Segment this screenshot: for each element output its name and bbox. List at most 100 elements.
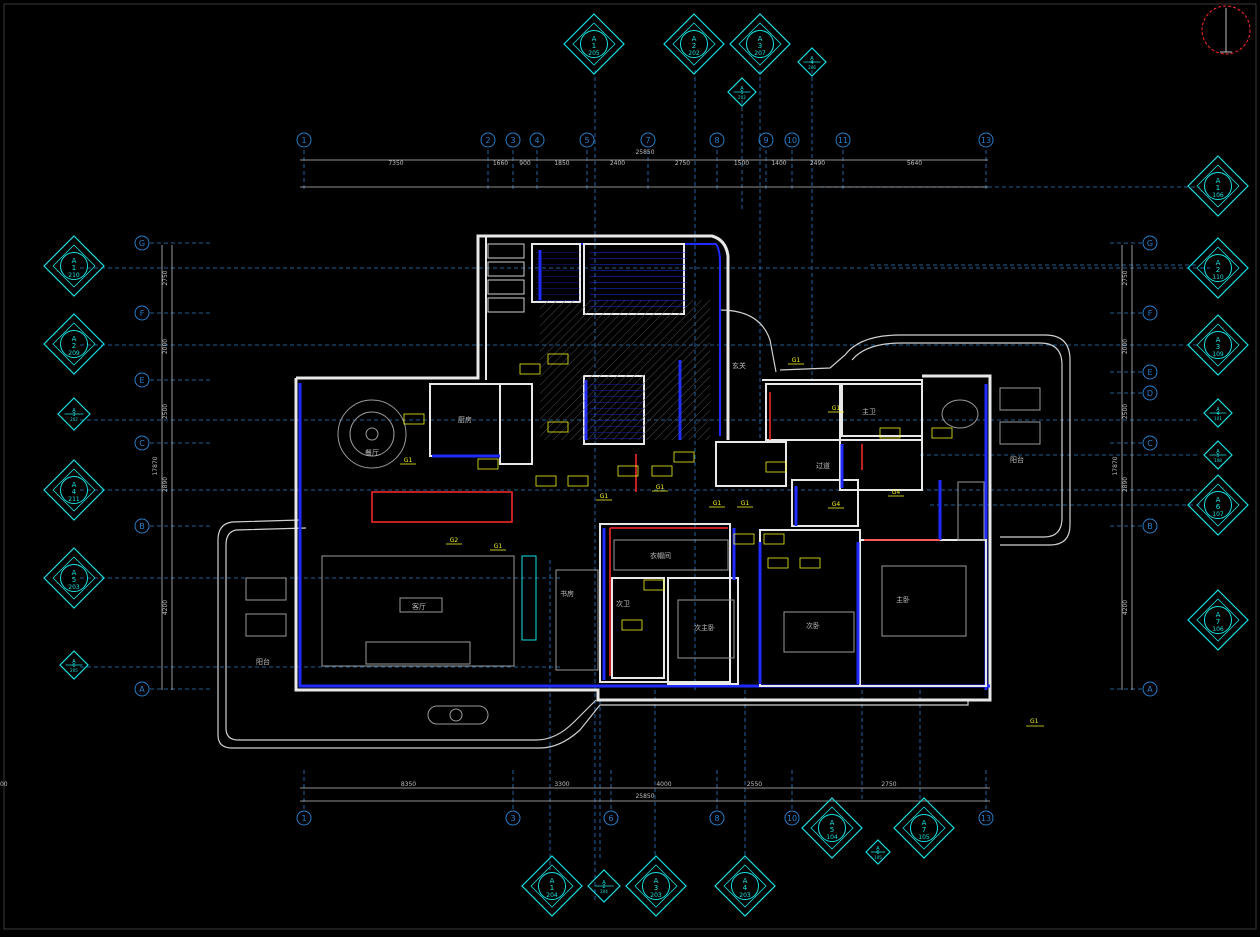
dimension-text: 2490: [810, 160, 825, 167]
grid-bubble-left-E-label: E: [139, 376, 144, 385]
dimension-text: 7350: [388, 160, 403, 167]
grid-bubble-right-D-label: D: [1147, 389, 1153, 398]
label-box: [477, 458, 499, 470]
callout-mid: 4: [1216, 411, 1219, 417]
dimension-text: 17870: [1112, 456, 1119, 475]
dimension-text: 2890: [1122, 477, 1129, 492]
callout-code: 211: [68, 496, 80, 503]
room-labels: 餐厅 厨房 客厅 阳台 书房 次主卧 次卫 衣帽间 次卧 主卧 主卫 阳台 玄关…: [256, 361, 1024, 666]
callout-top: A: [1216, 407, 1220, 413]
room-label-second-bed: 次卧: [806, 621, 820, 630]
label-box: [879, 427, 901, 439]
grid-bubble-bottom-10-label: 10: [787, 814, 797, 823]
room-label-balcony-right: 阳台: [1010, 455, 1024, 464]
callout-code: 205: [70, 668, 78, 673]
dimension-text: 2750: [162, 270, 169, 285]
grid-bubble-top-11-label: 11: [838, 136, 848, 145]
grid-bubble-bottom-13-label: 13: [981, 814, 991, 823]
callout-mid: 3: [758, 42, 762, 50]
room-label-entry: 玄关: [732, 361, 746, 370]
grid-bubble-bottom-6-label: 6: [608, 814, 613, 823]
callout-top: A: [1216, 496, 1221, 504]
grid-bubble-right-F-label: F: [1148, 309, 1153, 318]
callout-mid: 4: [810, 60, 813, 66]
note-tag: G1: [1026, 718, 1044, 727]
callout-mid: 1: [550, 884, 554, 892]
callout-mid: 5: [740, 90, 743, 96]
section-tag-G1-d: G1: [709, 500, 725, 508]
callout-top: A: [830, 819, 835, 827]
callout-code: 209: [68, 350, 80, 357]
hatched-areas: [536, 248, 710, 440]
grid-bubble-top-4-label: 4: [534, 136, 539, 145]
grid-bubble-right-C-label: C: [1147, 439, 1153, 448]
dimension-text: 2550: [747, 781, 762, 788]
grid-bubble-left-A: A: [134, 681, 150, 697]
room-label-closet: 衣帽间: [650, 551, 671, 560]
dimension-text: 900: [519, 160, 531, 167]
dimension-text: 1400: [771, 160, 786, 167]
grid-bubble-top-13-label: 13: [981, 136, 991, 145]
grid-bubble-top-8: 8: [709, 132, 725, 148]
callout-code: 106: [1212, 626, 1224, 633]
callout-code: 203: [739, 892, 751, 899]
dimension-lines: [161, 159, 1133, 802]
callout-top: A: [1216, 336, 1221, 344]
dimension-text: 2750: [881, 781, 896, 788]
callout-code: 203: [68, 584, 80, 591]
section-tag-label: G1: [832, 405, 841, 412]
grid-bubble-bottom-6: 6: [603, 810, 619, 826]
grid-bubble-bottom-13: 13: [978, 810, 994, 826]
dimension-text: 2750: [1122, 270, 1129, 285]
dimension-text: 25850: [635, 793, 654, 800]
label-box: [547, 353, 569, 365]
room-label-dining: 餐厅: [365, 448, 379, 457]
section-tag-label: G2: [450, 537, 459, 544]
grid-bubble-right-C: C: [1142, 435, 1158, 451]
callout-mid: 5: [1216, 453, 1219, 459]
callout-code: 104: [826, 834, 838, 841]
grid-bubble-bottom-1-label: 1: [301, 814, 306, 823]
section-tag-label: G1: [404, 457, 413, 464]
callout-mid: 5: [72, 576, 76, 584]
callout-top: A: [72, 257, 77, 265]
dimension-text: 1660: [493, 160, 508, 167]
callout-code: 105: [918, 834, 930, 841]
dimension-text: 1850: [554, 160, 569, 167]
callout-mid: 2: [692, 42, 696, 50]
label-box: [733, 533, 755, 545]
callout-top: A: [743, 877, 748, 885]
dimension-text: 2750: [675, 160, 690, 167]
dimension-text: 2500: [1122, 404, 1129, 419]
callout-top: A: [692, 35, 697, 43]
grid-bubble-right-B: B: [1142, 518, 1158, 534]
dimension-text: 4200: [1122, 600, 1129, 615]
elevation-callouts: A1205A2202A3207A4206A5202A1210A2209A3202…: [43, 13, 1249, 917]
note-tag-label: G1: [1030, 718, 1039, 725]
section-tag-label: G1: [792, 357, 801, 364]
grid-bubble-left-F-label: F: [140, 309, 145, 318]
callout-mid: 4: [72, 488, 77, 496]
grid-bubble-left-C-label: C: [139, 439, 145, 448]
label-box: [403, 413, 425, 425]
callout-top: A: [72, 659, 76, 665]
grid-bubble-right-B-label: B: [1147, 522, 1153, 531]
callout-top: A: [72, 335, 77, 343]
section-tag-label: G1: [741, 500, 750, 507]
callout-code: 105: [874, 855, 882, 860]
callout-code: 202: [70, 417, 78, 422]
north-arrow-icon: [1201, 5, 1251, 55]
